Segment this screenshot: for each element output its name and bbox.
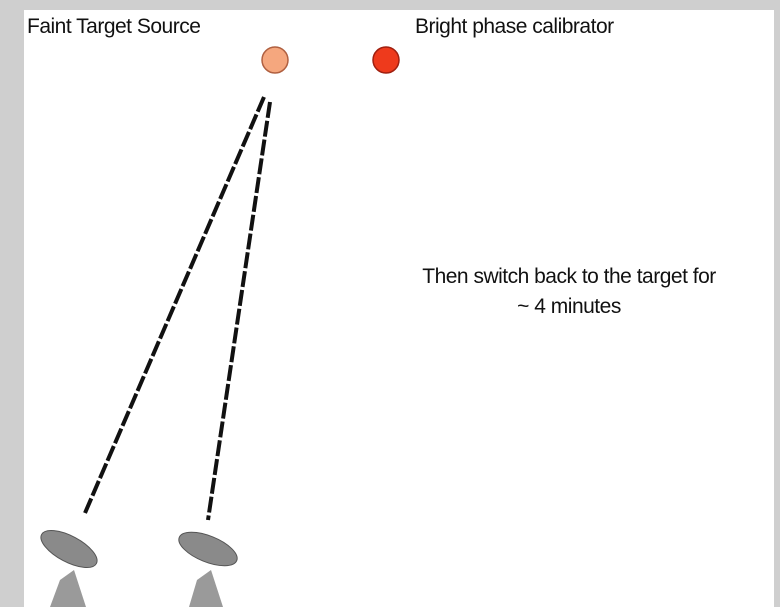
- target-source-icon: [261, 46, 289, 74]
- diagram-panel: Faint Target Source Bright phase calibra…: [24, 10, 774, 607]
- calibrator-source-icon: [372, 46, 400, 74]
- antenna-2-dish-icon: [178, 531, 238, 607]
- instruction-line-1: Then switch back to the target for: [422, 265, 716, 288]
- instruction-line-2: ~ 4 minutes: [517, 295, 621, 318]
- target-source-label: Faint Target Source: [27, 15, 201, 38]
- antenna-2-beam-line: [206, 101, 272, 521]
- observation-diagram: [40, 46, 400, 607]
- phase-calibrator-label: Bright phase calibrator: [415, 15, 614, 38]
- antenna-1-dish-icon: [40, 529, 98, 607]
- instruction-note: Then switch back to the target for ~ 4 m…: [364, 262, 774, 322]
- antenna-1-beam-line: [83, 96, 266, 514]
